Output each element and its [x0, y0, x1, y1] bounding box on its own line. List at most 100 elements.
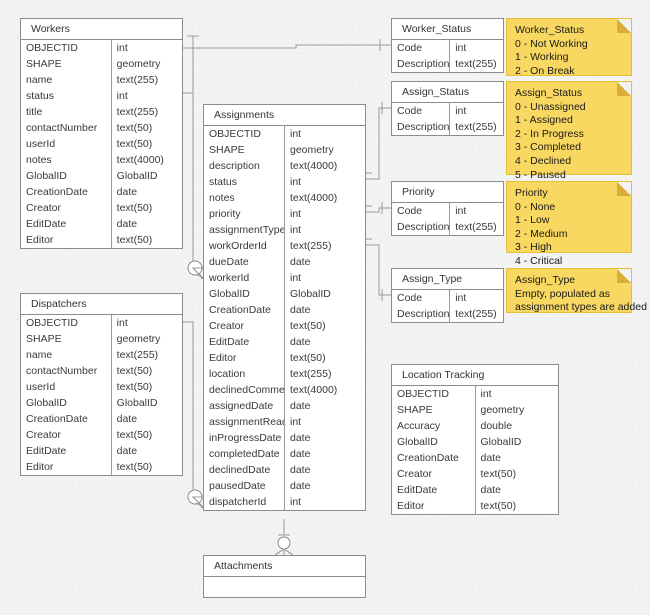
- attribute-name: priority: [204, 206, 285, 222]
- attribute-list-attachments: [204, 577, 365, 597]
- attribute-name: contactNumber: [21, 120, 112, 136]
- attribute-type: text(50): [116, 461, 153, 473]
- attribute-type: date: [116, 186, 138, 198]
- attribute-name: GlobalID: [204, 286, 285, 302]
- entity-title-workers: Workers: [21, 19, 182, 40]
- note-line: 2 - In Progress: [515, 127, 584, 140]
- note-assign-status[interactable]: Assign_Status 0 - Unassigned 1 - Assigne…: [506, 81, 632, 194]
- note-line: 3 - High: [515, 241, 552, 254]
- note-line: Empty, populated as: [515, 287, 610, 300]
- note-line: assignment types are added: [515, 301, 647, 314]
- attribute-type: text(50): [480, 468, 517, 480]
- note-line: 0 - Not Working: [515, 37, 588, 50]
- entity-title-attachments: Attachments: [204, 556, 365, 577]
- attribute-type: date: [290, 336, 311, 348]
- attribute-name: GlobalID: [21, 168, 112, 184]
- note-line: 5 - Paused: [515, 168, 566, 181]
- attribute-type: text(50): [116, 234, 153, 246]
- note-title: Assign_Type: [515, 274, 576, 286]
- attribute-name: EditDate: [204, 334, 285, 350]
- attribute-type: date: [480, 452, 501, 464]
- entity-title-assign-status: Assign_Status: [392, 82, 503, 103]
- note-worker-status[interactable]: Worker_Status 0 - Not Working 1 - Workin…: [506, 18, 632, 77]
- attribute-type: int: [290, 128, 302, 140]
- attribute-row: Description text(255): [392, 56, 503, 72]
- attribute-type: date: [290, 480, 311, 492]
- attribute-type: int: [116, 90, 128, 102]
- attribute-row: declinedCommenttext(4000): [204, 382, 365, 398]
- attribute-name: workerId: [204, 270, 285, 286]
- attribute-row: pausedDate date: [204, 478, 365, 494]
- attribute-type: text(255): [116, 106, 159, 118]
- attribute-type: int: [455, 205, 467, 217]
- attribute-type: text(255): [455, 58, 497, 70]
- attribute-name: notes: [204, 190, 285, 206]
- entity-attachments[interactable]: Attachments: [203, 555, 366, 598]
- attribute-name: Creator: [204, 318, 285, 334]
- wire-assign-type: [366, 244, 391, 296]
- attribute-type: int: [116, 42, 128, 54]
- attribute-type: geometry: [116, 333, 161, 345]
- attribute-type: text(50): [290, 352, 326, 364]
- attribute-name: SHAPE: [392, 402, 476, 418]
- attribute-type: int: [455, 42, 467, 54]
- note-line: 0 - Unassigned: [515, 100, 586, 113]
- attribute-name: Description: [392, 306, 451, 322]
- attribute-type: text(50): [480, 500, 517, 512]
- attribute-type: text(50): [116, 202, 153, 214]
- attribute-type: date: [116, 218, 138, 230]
- note-priority[interactable]: Priority 0 - None 1 - Low 2 - Medium 3 -…: [506, 181, 632, 267]
- attribute-type: text(4000): [290, 160, 338, 172]
- attribute-name: Editor: [204, 350, 285, 366]
- attribute-type: int: [290, 272, 302, 284]
- attribute-type: int: [116, 317, 128, 329]
- attribute-name: pausedDate: [204, 478, 285, 494]
- attribute-type: date: [480, 484, 501, 496]
- attribute-name: Description: [392, 56, 451, 72]
- attribute-name: name: [21, 347, 112, 363]
- attribute-name: CreationDate: [392, 450, 476, 466]
- note-assign-type[interactable]: Assign_Type Empty, populated as assignme…: [506, 268, 647, 314]
- attribute-type: text(255): [116, 74, 159, 86]
- crowsfoot-workerid: [191, 267, 204, 279]
- attribute-name: Code: [392, 103, 451, 119]
- attribute-name: OBJECTID: [392, 386, 476, 402]
- note-title: Assign_Status: [515, 87, 583, 99]
- attribute-name: EditDate: [21, 216, 112, 232]
- note-fold-icon: [617, 182, 631, 196]
